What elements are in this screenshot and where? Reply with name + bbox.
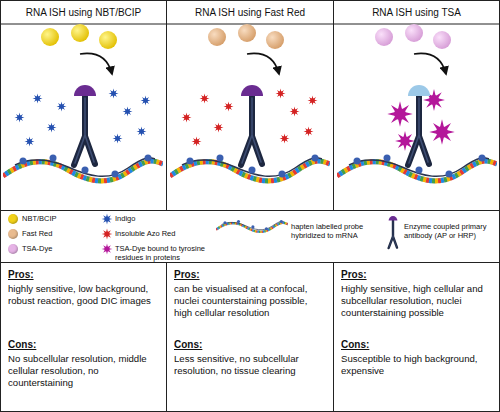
substrate-dot xyxy=(375,28,393,46)
section-text: Highly sensitive, high cellular and subc… xyxy=(341,283,492,339)
substrate-dot xyxy=(99,31,117,49)
fast-red-illustration xyxy=(170,24,330,181)
legend-frame xyxy=(1,211,500,263)
section-text: Less sensitive, no subcellular resolutio… xyxy=(174,353,326,377)
legend-text: Enzyme coupled primary antibody (AP or H… xyxy=(404,222,498,240)
substrate-dot xyxy=(266,31,284,49)
legend-star-swatch xyxy=(101,228,113,240)
reaction-arrow xyxy=(247,53,279,74)
pros-cons-box: Pros: can be visualised at a confocal, nu… xyxy=(166,262,334,412)
mrna-probe xyxy=(337,155,497,181)
section-text: No subcellular resolution, middle cellul… xyxy=(8,353,159,389)
pros-cons-box: Pros: Highly sensitive, high cellular and… xyxy=(333,262,500,412)
section-heading: Pros: xyxy=(341,269,492,281)
section-heading: Cons: xyxy=(174,339,326,351)
reaction-arrow xyxy=(80,53,112,74)
legend-dot-swatch xyxy=(8,244,18,254)
legend-text: Fast Red xyxy=(22,229,92,238)
method-panel: RNA ISH using Fast Red xyxy=(166,0,334,211)
section-heading: Cons: xyxy=(8,339,159,351)
indigo-stars xyxy=(15,89,151,147)
title-rule xyxy=(0,24,500,25)
antibody-symbol xyxy=(241,85,263,165)
substrate-dot xyxy=(405,24,423,42)
legend-text: Insoluble Azo Red xyxy=(115,229,215,238)
substrate-dot xyxy=(71,24,89,42)
azo-red-stars xyxy=(182,89,318,147)
legend-text: TSA-Dye xyxy=(22,244,92,253)
section-heading: Pros: xyxy=(8,269,159,281)
method-panel: RNA ISH using NBT/BCIP xyxy=(0,0,167,211)
legend-probe-sample xyxy=(216,220,288,232)
tsa-illustration xyxy=(337,24,497,181)
legend-antibody-sample xyxy=(389,216,398,248)
legend-star-swatch xyxy=(101,213,113,225)
legend-dot-swatch xyxy=(8,229,18,239)
section-text: can be visualised at a confocal, nuclei … xyxy=(174,283,326,339)
antibody-symbol xyxy=(408,85,430,165)
legend-dot-swatch xyxy=(8,214,18,224)
nbt-bcip-illustration xyxy=(3,24,163,181)
substrate-dot xyxy=(238,24,256,42)
section-heading: Pros: xyxy=(174,269,326,281)
substrate-dot xyxy=(208,28,226,46)
legend-text: Indigo xyxy=(115,214,215,223)
mrna-probe xyxy=(3,155,163,181)
substrate-dot xyxy=(41,28,59,46)
section-heading: Cons: xyxy=(341,339,492,351)
legend-text: TSA-Dye bound to tyrosine residues in pr… xyxy=(115,244,215,262)
method-panel: RNA ISH using TSA xyxy=(333,0,500,211)
antibody-symbol xyxy=(74,85,96,165)
reaction-arrow xyxy=(414,53,446,74)
legend-text: hapten labelled probe hybridized to mRNA xyxy=(291,222,383,240)
panel-title: RNA ISH using Fast Red xyxy=(167,7,333,19)
mrna-probe xyxy=(170,155,330,181)
panel-title: RNA ISH using NBT/BCIP xyxy=(1,7,166,19)
section-text: highly sensitive, low background, robust… xyxy=(8,283,159,339)
legend-text: NBT/BCIP xyxy=(22,214,92,223)
pros-cons-box: Pros: highly sensitive, low background, r… xyxy=(0,262,167,412)
panel-title: RNA ISH using TSA xyxy=(334,7,499,19)
substrate-dot xyxy=(433,31,451,49)
legend-star-swatch xyxy=(101,243,113,255)
section-text: Susceptible to high background, expensiv… xyxy=(341,353,492,377)
